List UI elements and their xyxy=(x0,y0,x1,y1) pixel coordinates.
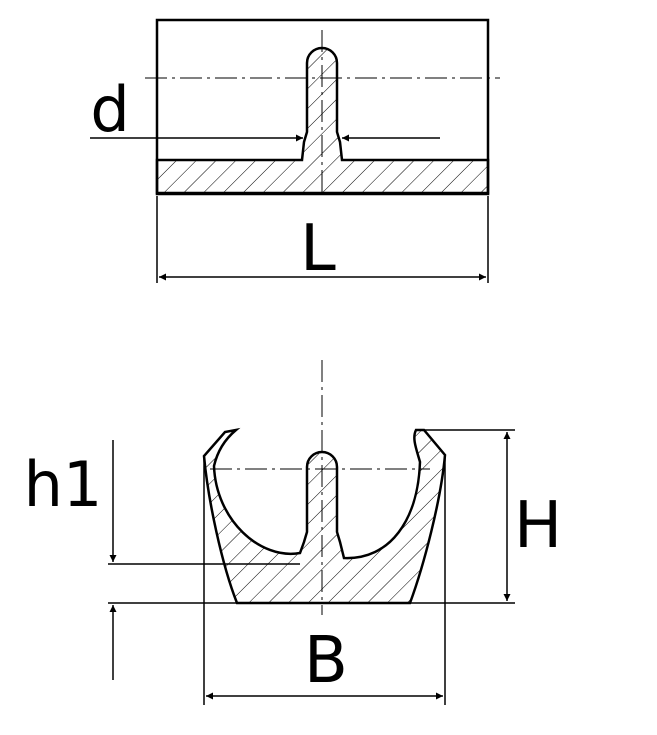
B-label: B xyxy=(304,624,348,698)
d-label: d xyxy=(90,73,129,146)
front-view-section xyxy=(202,427,447,605)
h1-label: h1 xyxy=(24,448,103,521)
front-view: H h1 B xyxy=(24,360,562,705)
L-label: L xyxy=(300,212,336,286)
top-view: d L xyxy=(90,18,500,286)
H-label: H xyxy=(514,489,562,563)
